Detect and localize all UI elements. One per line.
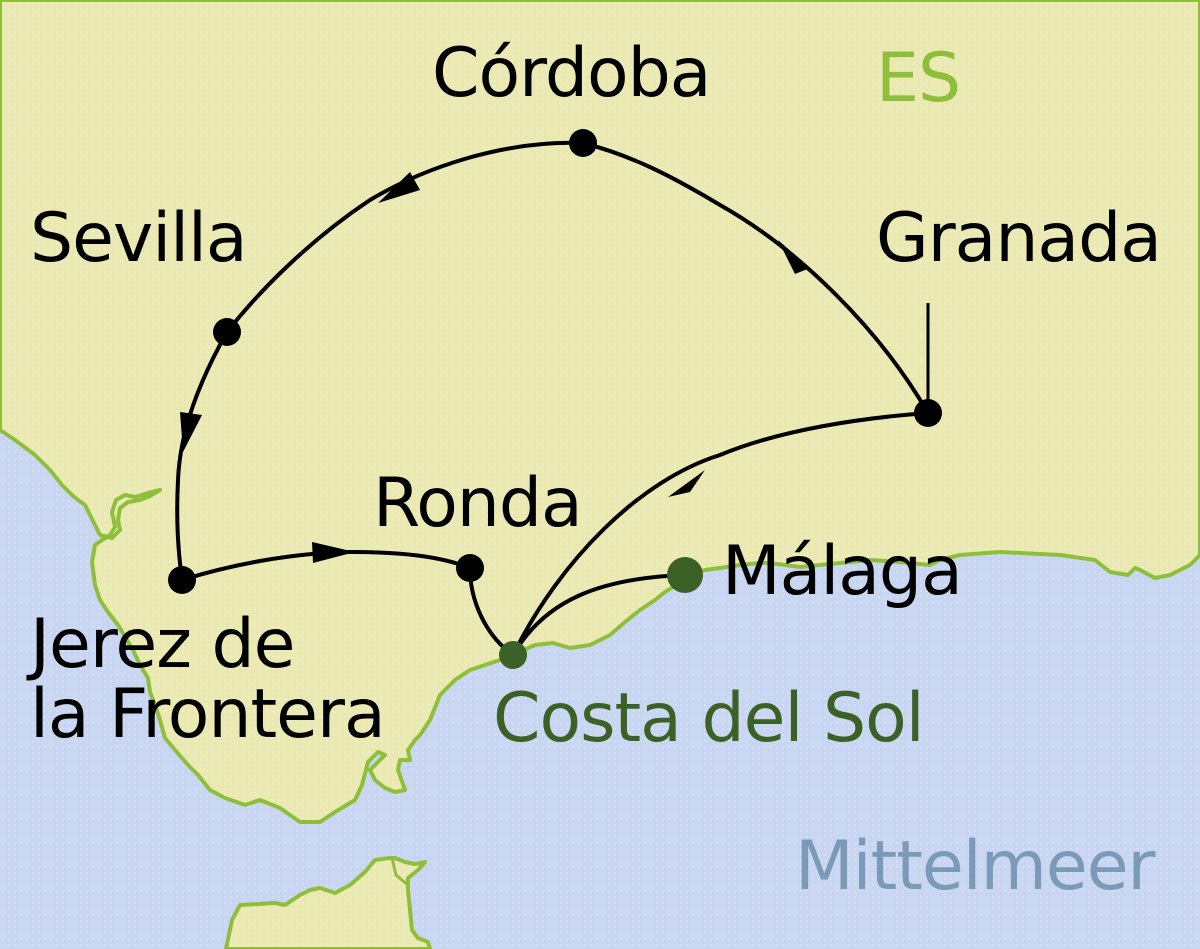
arrow-icon-to-jerez [180,412,202,452]
arrow-icon-to-ronda [312,542,355,563]
route-sevilla-to-jerez [175,331,229,581]
city-label-jerez-line2: la Frontera [30,675,386,754]
ceuta-outline [390,857,409,887]
city-label-jerez[interactable]: Jerez de la Frontera [30,605,386,754]
marker-cordoba[interactable] [569,129,597,157]
arrow-icon-to-sevilla [378,172,420,203]
route-granada-to-cordoba [582,141,930,415]
marker-sevilla[interactable] [213,318,241,346]
land-spain [0,0,1200,824]
city-label-jerez-line1: Jerez de [30,605,295,684]
marker-malaga[interactable] [667,557,703,593]
arrow-icon-to-cordoba [778,240,810,274]
marker-granada[interactable] [914,399,942,427]
city-label-cordoba[interactable]: Córdoba [432,34,711,113]
region-label-costa-del-sol[interactable]: Costa del Sol [493,679,925,758]
city-label-sevilla[interactable]: Sevilla [30,199,248,278]
city-label-malaga[interactable]: Málaga [722,532,963,611]
route-costa-to-granada [511,411,929,656]
route-cordoba-to-sevilla [225,140,584,334]
arrow-icon-to-granada [668,470,705,497]
route-costa-to-malaga [511,573,686,657]
marker-costa-del-sol[interactable] [499,641,527,669]
sea-label: Mittelmeer [795,827,1155,906]
city-label-ronda[interactable]: Ronda [373,464,583,543]
city-label-granada[interactable]: Granada [876,199,1162,278]
route-arrows [180,172,810,563]
marker-ronda[interactable] [456,554,484,582]
marker-jerez[interactable] [168,566,196,594]
country-label: ES [876,39,961,118]
